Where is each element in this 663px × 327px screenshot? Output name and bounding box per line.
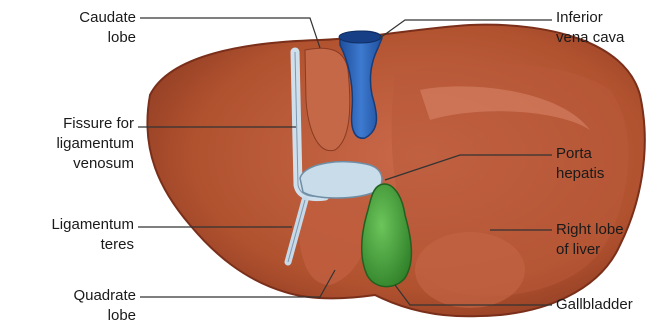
ligamentum-teres-line2: teres (14, 235, 134, 255)
porta-hepatis (300, 162, 382, 198)
ligamentum-teres-line1: Ligamentum (14, 215, 134, 235)
right-lobe-line1: Right lobe (556, 220, 624, 240)
label-quadrate-lobe: Quadrate lobe (30, 286, 136, 326)
label-gallbladder: Gallbladder (556, 295, 633, 315)
ivc-line2: vena cava (556, 28, 624, 48)
label-right-lobe: Right lobe of liver (556, 220, 624, 260)
fissure-line2: ligamentum (20, 134, 134, 154)
ivc-opening (339, 31, 381, 43)
right-lobe-line2: of liver (556, 240, 624, 260)
porta-line1: Porta (556, 144, 604, 164)
right-lobe-bulge (415, 232, 525, 308)
porta-line2: hepatis (556, 164, 604, 184)
caudate-line1: Caudate (30, 8, 136, 28)
ivc-line1: Inferior (556, 8, 624, 28)
label-ligamentum-teres: Ligamentum teres (14, 215, 134, 255)
fissure-line1: Fissure for (20, 114, 134, 134)
label-fissure-ligamentum-venosum: Fissure for ligamentum venosum (20, 114, 134, 174)
label-caudate-lobe: Caudate lobe (30, 8, 136, 48)
gallbladder-line1: Gallbladder (556, 295, 633, 315)
label-inferior-vena-cava: Inferior vena cava (556, 8, 624, 48)
caudate-line2: lobe (30, 28, 136, 48)
label-porta-hepatis: Porta hepatis (556, 144, 604, 184)
quadrate-line2: lobe (30, 306, 136, 326)
quadrate-line1: Quadrate (30, 286, 136, 306)
fissure-line3: venosum (20, 154, 134, 174)
